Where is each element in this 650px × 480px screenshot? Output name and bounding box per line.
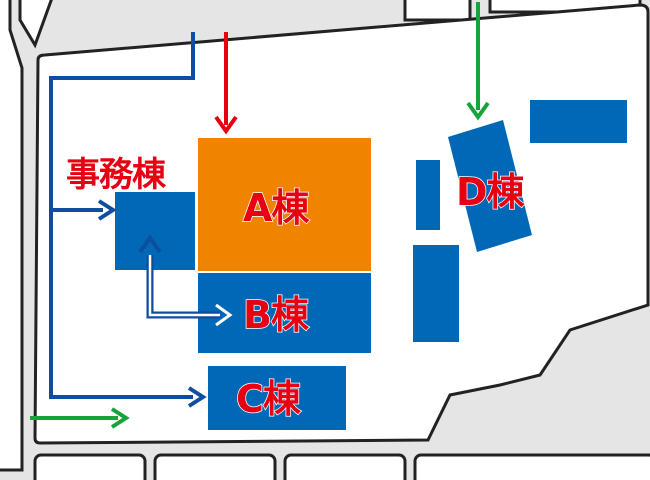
building-d-label: D棟 <box>455 170 525 214</box>
left-block <box>0 0 24 472</box>
red-arrowhead <box>214 115 238 135</box>
building-a <box>198 138 371 271</box>
building-c <box>208 366 346 430</box>
building-east <box>530 100 627 143</box>
building-a-label: A棟 <box>242 186 310 230</box>
top-right-block <box>403 0 472 22</box>
building-d-annex-2 <box>413 245 459 342</box>
building-c-label: C棟 <box>235 377 301 421</box>
transfer-arrowhead-right <box>215 303 233 327</box>
building-d-annex-1 <box>416 160 440 230</box>
building-d <box>448 120 532 252</box>
blue-arrowhead-office <box>97 199 117 221</box>
transfer-arrow-inner <box>148 255 220 317</box>
blue-arrowhead-c <box>187 386 207 408</box>
bottom-block-2 <box>153 453 277 480</box>
bottom-block-3 <box>283 453 407 480</box>
transfer-arrowhead-up <box>138 234 162 254</box>
office-building <box>115 192 195 270</box>
building-b-label: B棟 <box>242 293 309 337</box>
blue-route-line <box>49 32 195 399</box>
bottom-block-1 <box>33 453 147 480</box>
office-building-label: 事務棟 <box>65 155 167 195</box>
green-arrowhead-top <box>466 101 490 121</box>
bottom-block-4 <box>413 453 650 480</box>
top-left-block <box>18 0 53 49</box>
green-arrowhead-bottom <box>110 407 130 429</box>
